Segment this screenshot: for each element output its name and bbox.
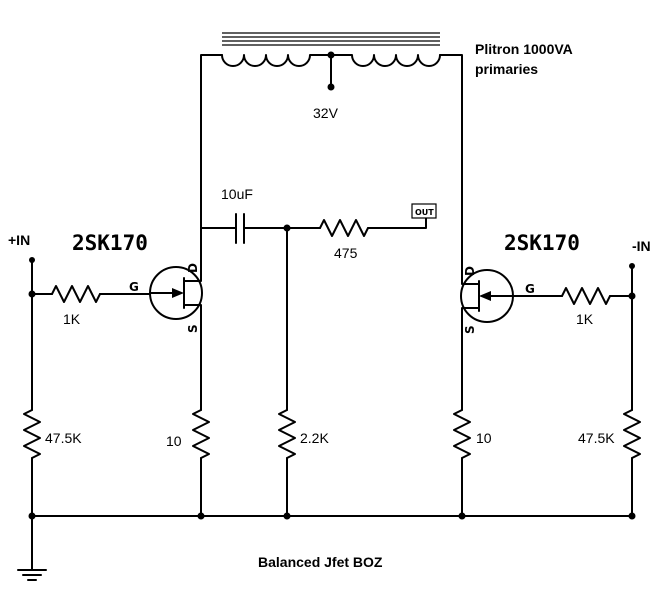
source-resistor-right [453, 409, 471, 459]
junction-dot [197, 512, 205, 520]
jfet-source-lead [183, 304, 202, 319]
left-drain-wire [200, 54, 223, 229]
pin-s-label: S [186, 324, 200, 333]
source-resistor-right-label: 10 [476, 430, 492, 446]
series-resistor [319, 219, 369, 237]
transformer-label: Plitron 1000VA [475, 41, 573, 57]
input-plus-label: +IN [8, 232, 30, 248]
transformer: Plitron 1000VA primaries 32V [221, 32, 573, 121]
series-resistor-label: 475 [334, 245, 358, 261]
jfet-gate-arrow [479, 291, 491, 301]
input-resistor-right [623, 409, 641, 459]
junction-dot [628, 512, 636, 520]
tap-voltage-label: 32V [313, 105, 339, 121]
junction-dot [28, 290, 36, 298]
junction-dot [28, 512, 36, 520]
pin-g-label: G [525, 282, 535, 296]
pin-g-label: G [129, 280, 139, 294]
part-label: 2SK170 [504, 231, 580, 255]
output-port [411, 203, 437, 219]
input-minus-label: -IN [632, 238, 651, 254]
jfet-right: 2SK170 G D S [460, 231, 580, 334]
part-label: 2SK170 [72, 231, 148, 255]
caption: Balanced Jfet BOZ [258, 554, 383, 570]
junction-dot [283, 512, 291, 520]
shunt-resistor-label: 2.2K [300, 430, 329, 446]
input-resistor-left-label: 47.5K [45, 430, 82, 446]
jfet-source-lead [461, 307, 480, 321]
source-resistor-left [192, 409, 210, 459]
output-port-label: OUT [415, 208, 434, 217]
capacitor-label: 10uF [221, 186, 253, 202]
ground-symbol [17, 569, 47, 581]
junction-dot [628, 292, 636, 300]
pin-s-label: S [463, 325, 477, 334]
junction-dot [327, 83, 335, 91]
gate-resistor-left [51, 285, 101, 303]
input-resistor-right-label: 47.5K [578, 430, 615, 446]
jfet-left: 2SK170 G D S [72, 231, 203, 333]
gate-resistor-right [561, 287, 611, 305]
pin-d-label: D [463, 266, 477, 276]
jfet-gate-arrow [172, 288, 184, 298]
right-drain-wire [439, 54, 463, 266]
jfet-drain-lead [461, 264, 480, 285]
input-resistor-left [23, 409, 41, 459]
wire [367, 217, 427, 229]
gate-resistor-right-label: 1K [576, 311, 594, 327]
shunt-resistor [278, 409, 296, 459]
transformer-label-2: primaries [475, 61, 538, 77]
gate-resistor-left-label: 1K [63, 311, 81, 327]
source-resistor-left-label: 10 [166, 433, 182, 449]
junction-dot [327, 51, 335, 59]
jfet-drain-lead [183, 264, 202, 282]
junction-dot [458, 512, 466, 520]
pin-d-label: D [186, 263, 200, 273]
